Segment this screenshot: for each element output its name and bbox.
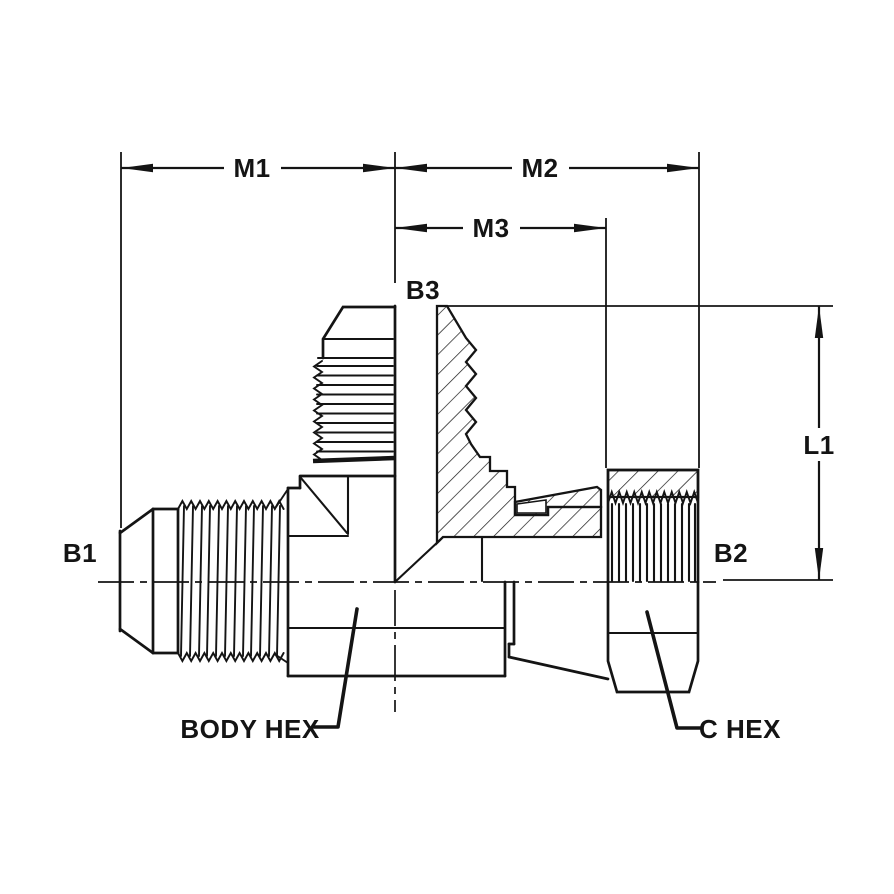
m2-arrow-right [667,163,699,173]
swivel-nut-section [606,468,700,584]
dim-label-m3: M3 [472,213,509,243]
c-hex-leader [645,610,703,730]
branch-threads [316,365,394,453]
sectioned-body-wall [393,304,603,584]
left-male-port [118,488,289,664]
dim-label-m1: M1 [233,153,270,183]
m1-arrow-left [121,163,153,173]
body-hex-leader [312,607,359,729]
callout-c-hex: C HEX [699,714,781,744]
sleeve-counterbore [516,499,547,514]
dim-label-m2: M2 [521,153,558,183]
nut-chamfer-hatch [606,468,700,499]
thread-crest-top [177,499,285,511]
bore-corner-line [393,538,442,584]
l1-arrow-bottom [814,548,824,580]
callout-body-hex: BODY HEX [180,714,319,744]
callouts: BODY HEX C HEX [180,607,781,744]
top-branch-external [312,304,397,584]
thread-crest-bottom [177,651,285,663]
right-female-port [507,468,700,694]
body-hex [286,474,507,678]
branch-thread-crest-edge [312,360,324,461]
port-label-b1: B1 [63,538,97,568]
nut-internal-threads [610,502,697,583]
port-label-b3: B3 [406,275,440,305]
dimensions: M1 M2 M3 B3 B1 B2 L1 [63,152,841,581]
m3-arrow-left [395,223,427,233]
port-label-b2: B2 [714,538,748,568]
l1-arrow-top [814,306,824,338]
nut-thread-crest [607,489,699,506]
m2-arrow-left [395,163,427,173]
thread-flanks [180,505,281,657]
m1-arrow-right [363,163,395,173]
dim-label-l1: L1 [803,430,834,460]
m3-arrow-right [574,223,606,233]
thread-runout-line [312,455,396,464]
